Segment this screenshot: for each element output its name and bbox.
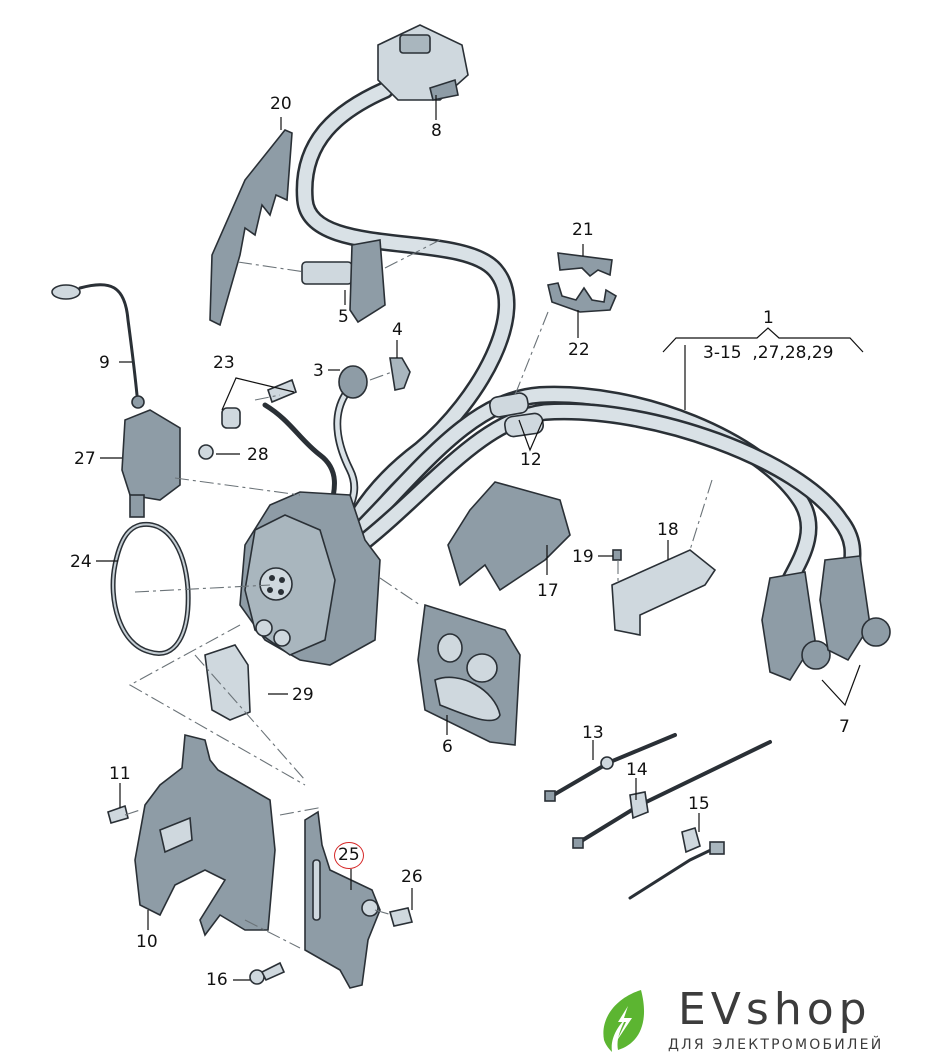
seal-plate-20 [209, 129, 293, 327]
callout-22[interactable]: 22 [568, 340, 590, 360]
grommet-5 [301, 239, 386, 324]
assembly-lines [124, 239, 713, 949]
evshop-logo[interactable]: EVshop ДЛЯ ЭЛЕКТРОМОБИЛЕЙ [596, 988, 926, 1054]
cover-6 [417, 603, 521, 746]
callout-20[interactable]: 20 [270, 94, 292, 114]
flap-29 [204, 644, 251, 721]
callout-6[interactable]: 6 [442, 737, 453, 757]
charging-socket [239, 491, 381, 666]
callout-25-highlighted[interactable]: 25 [334, 842, 364, 869]
leader-lines [96, 95, 864, 981]
bracket-17 [447, 481, 571, 592]
callout-1[interactable]: 1 [763, 308, 774, 328]
cap-3 [338, 365, 368, 399]
connector-8 [377, 24, 469, 101]
screw-16 [249, 961, 286, 985]
callout-19[interactable]: 19 [572, 547, 594, 567]
callout-3[interactable]: 3 [313, 361, 324, 381]
cable-sleeves [489, 392, 544, 438]
callout-17[interactable]: 17 [537, 581, 559, 601]
callout-18[interactable]: 18 [657, 520, 679, 540]
callout-26[interactable]: 26 [401, 867, 423, 887]
clips-21-22 [547, 252, 618, 313]
callout-23[interactable]: 23 [213, 353, 235, 373]
callout-15[interactable]: 15 [688, 794, 710, 814]
harness-cable-main [262, 81, 862, 589]
callout-24[interactable]: 24 [70, 552, 92, 572]
clip-4 [389, 357, 411, 391]
carrier-10 [107, 733, 276, 937]
control-unit-27 [121, 409, 214, 518]
ground-strap-9 [51, 283, 145, 409]
callout-27[interactable]: 27 [74, 449, 96, 469]
callout-29[interactable]: 29 [292, 685, 314, 705]
o-ring-24 [110, 521, 191, 656]
callout-10[interactable]: 10 [136, 932, 158, 952]
callout-21[interactable]: 21 [572, 220, 594, 240]
bracket-18 [611, 549, 717, 636]
callout-12[interactable]: 12 [520, 450, 542, 470]
callout-16[interactable]: 16 [206, 970, 228, 990]
brand-tagline: ДЛЯ ЭЛЕКТРОМОБИЛЕЙ [668, 1037, 884, 1053]
callout-8[interactable]: 8 [431, 121, 442, 141]
callout-7[interactable]: 7 [839, 717, 850, 737]
callout-11[interactable]: 11 [109, 764, 131, 784]
callout-13[interactable]: 13 [582, 723, 604, 743]
cable-ties [544, 733, 772, 900]
sensors-7 [761, 555, 891, 681]
callout-9[interactable]: 9 [99, 353, 110, 373]
callout-28[interactable]: 28 [247, 445, 269, 465]
brand-name: EVshop [678, 984, 872, 1035]
callout-1-group[interactable]: 3-15 ,27,28,29 [703, 343, 834, 363]
callout-4[interactable]: 4 [392, 320, 403, 340]
leaf-bolt-icon [603, 990, 645, 1052]
callout-14[interactable]: 14 [626, 760, 648, 780]
callout-5[interactable]: 5 [338, 307, 349, 327]
bracket-25 [304, 810, 414, 989]
